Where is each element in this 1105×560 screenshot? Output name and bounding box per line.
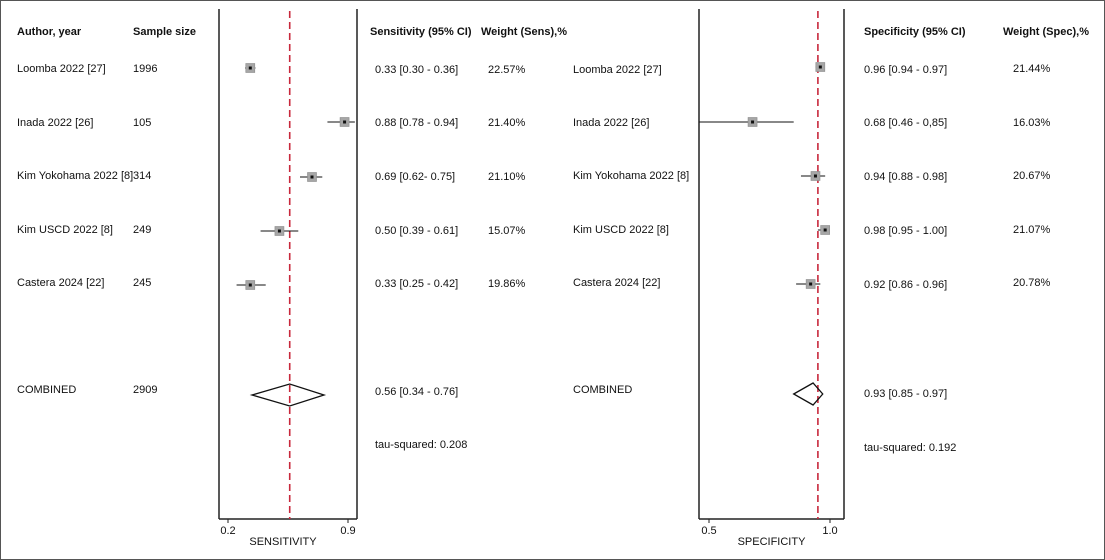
tau-squared-spec: tau-squared: 0.192 <box>864 442 957 454</box>
study-specificity-ci: 0.94 [0.88 - 0.98] <box>864 171 948 183</box>
spec-x-axis-label: SPECIFICITY <box>738 536 807 548</box>
spec-x-tick-label: 1.0 <box>822 525 837 537</box>
study-sensitivity-ci: 0.33 [0.25 - 0.42] <box>375 278 459 290</box>
study-weight-sens: 22.57% <box>488 64 526 76</box>
study-author: Kim Yokohama 2022 [8] <box>17 170 134 182</box>
study-author: Inada 2022 [26] <box>17 117 94 129</box>
study-specificity-ci: 0.68 [0.46 - 0,85] <box>864 117 948 129</box>
study-author: Loomba 2022 [27] <box>17 63 106 75</box>
study-weight-spec: 20.67% <box>1013 170 1051 182</box>
sens-x-tick-label: 0.9 <box>340 525 355 537</box>
spec-point-estimate <box>751 120 755 124</box>
study-author: Kim USCD 2022 [8] <box>573 224 669 236</box>
study-sample-size: 314 <box>133 170 152 182</box>
study-weight-spec: 21.07% <box>1013 224 1051 236</box>
tau-squared-sens: tau-squared: 0.208 <box>375 439 468 451</box>
spec-point-estimate <box>818 65 822 69</box>
study-author: Kim Yokohama 2022 [8] <box>573 170 690 182</box>
sens-combined-diamond <box>249 383 327 407</box>
header-weight-sens: Weight (Sens),% <box>481 26 567 38</box>
sens-point-estimate <box>343 120 347 124</box>
study-weight-spec: 20.78% <box>1013 277 1051 289</box>
sens-point-estimate <box>248 283 252 287</box>
sens-point-estimate <box>248 66 252 70</box>
study-sensitivity-ci: 0.50 [0.39 - 0.61] <box>375 225 459 237</box>
combined-label: COMBINED <box>573 384 633 396</box>
study-author: Inada 2022 [26] <box>573 117 650 129</box>
study-specificity-ci: 0.92 [0.86 - 0.96] <box>864 279 948 291</box>
header-sensitivity: Sensitivity (95% CI) <box>370 26 472 38</box>
combined-sensitivity-ci: 0.56 [0.34 - 0.76] <box>375 386 459 398</box>
header-weight-spec: Weight (Spec),% <box>1003 26 1089 38</box>
study-sample-size: 245 <box>133 277 152 289</box>
spec-point-estimate <box>813 174 817 178</box>
spec-combined-diamond <box>792 382 824 406</box>
sens-x-axis-label: SENSITIVITY <box>249 536 317 548</box>
study-weight-sens: 21.40% <box>488 117 526 129</box>
study-sensitivity-ci: 0.69 [0.62- 0.75] <box>375 171 456 183</box>
combined-label: COMBINED <box>17 384 77 396</box>
study-weight-sens: 19.86% <box>488 278 526 290</box>
study-weight-spec: 16.03% <box>1013 117 1051 129</box>
combined-sample-size: 2909 <box>133 384 158 396</box>
study-weight-spec: 21.44% <box>1013 63 1051 75</box>
header-specificity: Specificity (95% CI) <box>864 26 966 38</box>
study-sensitivity-ci: 0.33 [0.30 - 0.36] <box>375 64 459 76</box>
sens-point-estimate <box>277 229 281 233</box>
study-specificity-ci: 0.96 [0.94 - 0.97] <box>864 64 948 76</box>
study-weight-sens: 21.10% <box>488 171 526 183</box>
study-sample-size: 105 <box>133 117 152 129</box>
study-author: Castera 2024 [22] <box>573 277 661 289</box>
study-sensitivity-ci: 0.88 [0.78 - 0.94] <box>375 117 459 129</box>
study-author: Kim USCD 2022 [8] <box>17 224 113 236</box>
study-specificity-ci: 0.98 [0.95 - 1.00] <box>864 225 948 237</box>
study-author: Castera 2024 [22] <box>17 277 105 289</box>
spec-point-estimate <box>809 282 813 286</box>
sens-x-tick-label: 0.2 <box>220 525 235 537</box>
study-weight-sens: 15.07% <box>488 225 526 237</box>
study-sample-size: 249 <box>133 224 152 236</box>
sens-point-estimate <box>310 175 314 179</box>
study-author: Loomba 2022 [27] <box>573 64 662 76</box>
spec-x-tick-label: 0.5 <box>701 525 716 537</box>
study-sample-size: 1996 <box>133 63 158 75</box>
combined-specificity-ci: 0.93 [0.85 - 0.97] <box>864 388 948 400</box>
header-author: Author, year <box>17 26 82 38</box>
header-sample-size: Sample size <box>133 26 196 38</box>
spec-point-estimate <box>823 228 827 232</box>
